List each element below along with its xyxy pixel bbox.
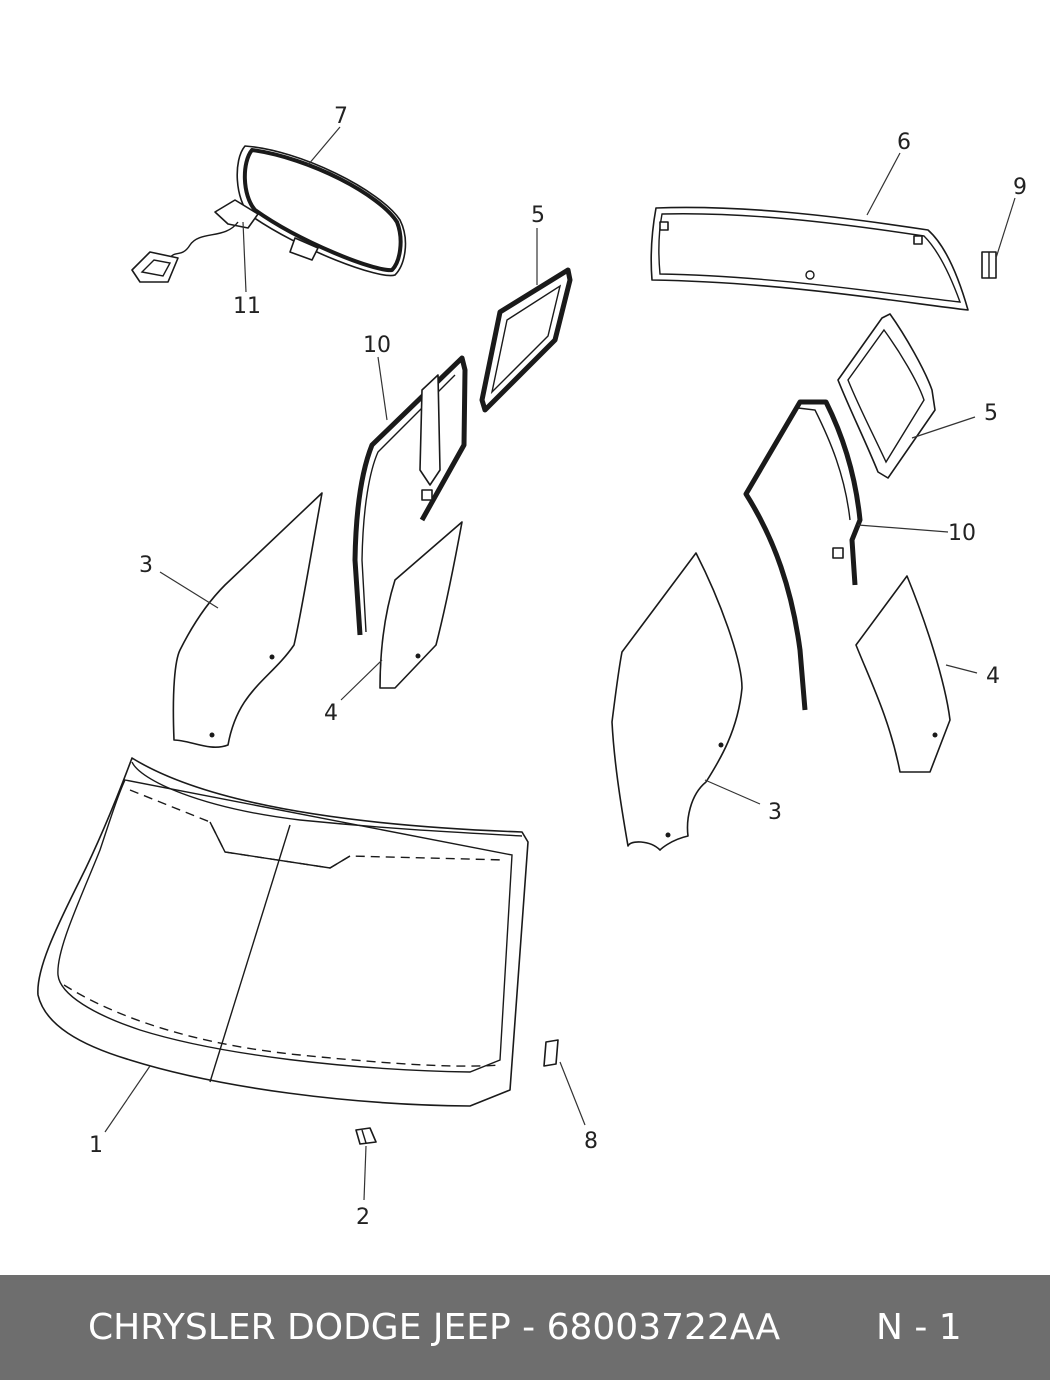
part-3-door-glass-right [611,552,743,851]
part-4-vent-glass-left [379,521,463,689]
part-2-clip [355,1127,377,1145]
callout-3-left: 3 [139,553,153,578]
leader-lines [104,126,1016,1201]
callout-4-right: 4 [986,664,1000,689]
callout-2: 2 [356,1205,370,1230]
callout-5-left: 5 [531,203,545,228]
part-6-backlite-glass [650,206,969,311]
callout-5-right: 5 [984,401,998,426]
part-5-quarter-glass-right [837,313,936,479]
parts-diagram: 7 11 5 6 9 10 5 10 3 4 4 3 1 8 2 [37,104,1027,1230]
callout-3-right: 3 [768,800,782,825]
part-8-clip [543,1039,559,1067]
callout-11: 11 [233,294,261,319]
callout-10-right: 10 [948,521,976,546]
callout-7: 7 [334,104,348,129]
footer-page-ref: N - 1 [876,1307,962,1348]
part-7-rearview-mirror [131,145,407,283]
part-10-channel-left [352,355,468,636]
part-3-door-glass-left [172,492,323,748]
part-1-windshield [37,757,529,1107]
part-10-channel-right [743,399,863,711]
callout-numbers: 7 11 5 6 9 10 5 10 3 4 4 3 1 8 2 [89,104,1027,1230]
callout-1: 1 [89,1133,103,1158]
callout-8: 8 [584,1129,598,1154]
callout-10-left: 10 [363,333,391,358]
part-4-vent-glass-right [855,575,951,773]
callout-4-left: 4 [324,701,338,726]
callout-6: 6 [897,130,911,155]
part-5-quarter-glass-left [479,267,573,413]
part-9-clip [981,251,997,279]
callout-9: 9 [1013,175,1027,200]
footer-title: CHRYSLER DODGE JEEP - 68003722AA [88,1307,781,1348]
footer-bar: CHRYSLER DODGE JEEP - 68003722AA N - 1 [0,1275,1050,1380]
